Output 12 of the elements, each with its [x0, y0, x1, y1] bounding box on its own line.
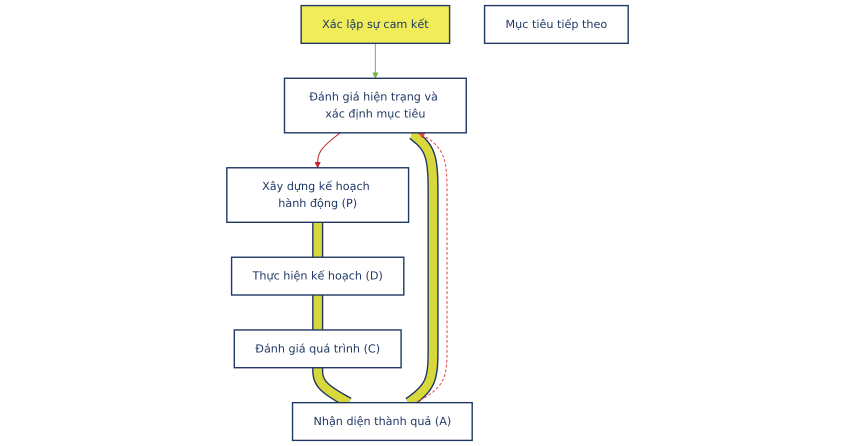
node-box: Thực hiện kế hoạch (D) [230, 256, 404, 296]
node-box: Đánh giá quá trình (C) [234, 329, 402, 368]
node-box: Xây dựng kế hoạch hành động (P) [226, 167, 410, 223]
node-box: Mục tiêu tiếp theo [484, 4, 629, 44]
connector [314, 294, 322, 332]
node-box: Đánh giá hiện trạng và xác định mục tiêu [284, 78, 467, 134]
arrow [416, 132, 448, 404]
connector [314, 221, 322, 259]
node-box: Nhận diện thành quả (A) [292, 402, 473, 442]
arrow [372, 43, 378, 79]
arrow [314, 132, 341, 168]
node-box: Xác lập sự cam kết [300, 4, 450, 44]
